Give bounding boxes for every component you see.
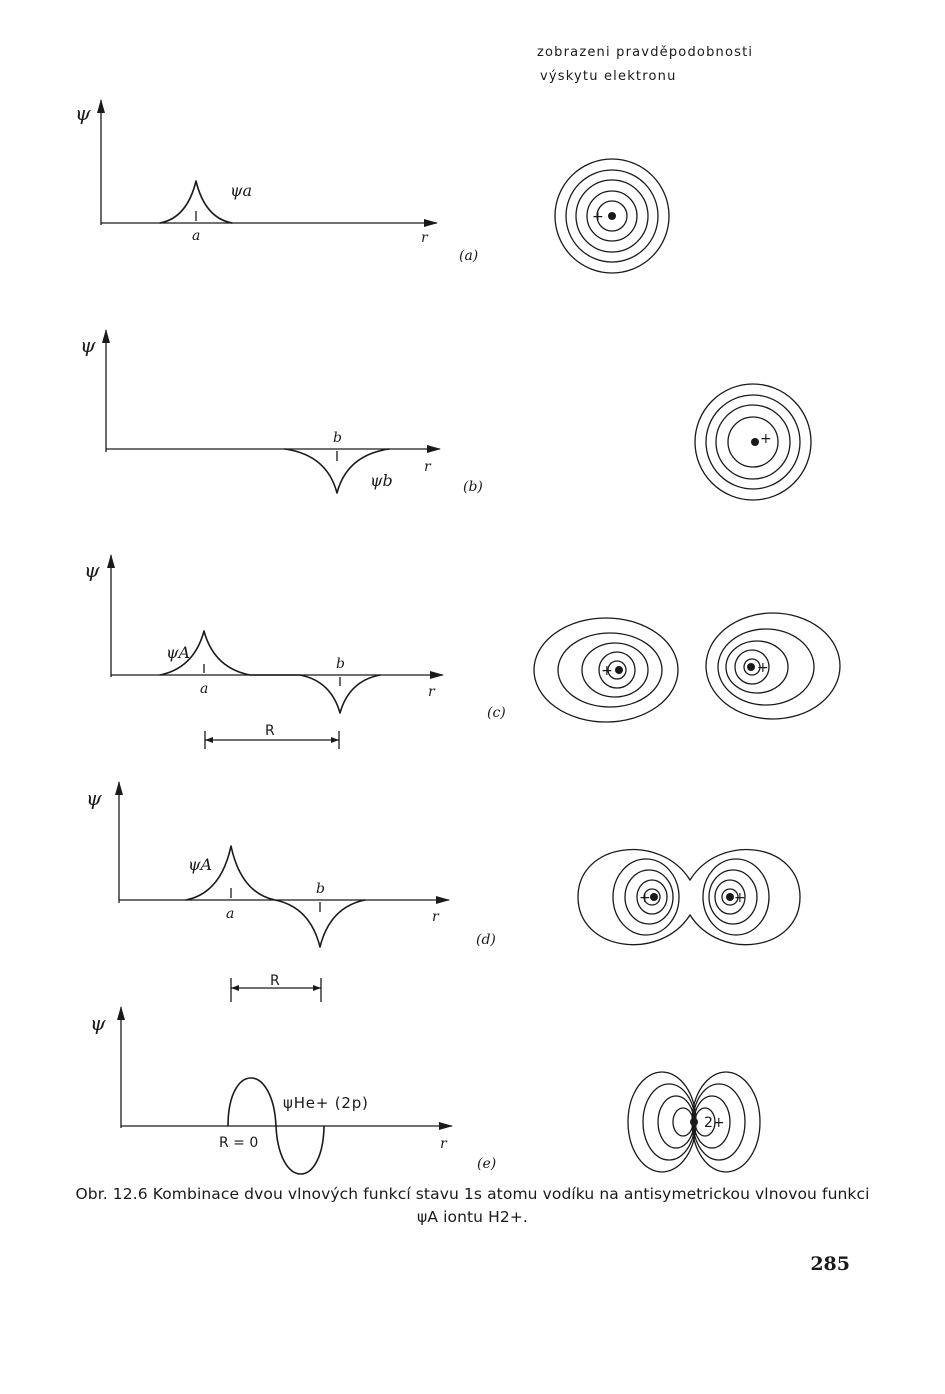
psi-He-2p-curve bbox=[227, 1077, 325, 1175]
panel-d-graph: ψ r ψA a b R (d) bbox=[86, 781, 496, 1002]
panel-d-nucleus-sign-left: + bbox=[639, 890, 651, 906]
panel-c-nucleus-sign-left: + bbox=[601, 663, 613, 679]
panel-a-y-axis-label: ψ bbox=[75, 101, 91, 125]
panel-e-probability-diagram: 2+ bbox=[627, 1071, 761, 1173]
panel-c-x-axis-label: r bbox=[428, 684, 436, 700]
panel-b-nucleus-sign: + bbox=[760, 431, 772, 447]
panel-c-distance-label: R bbox=[265, 723, 275, 739]
panel-d-x-axis-label: r bbox=[432, 909, 440, 925]
panel-e-wave-label: ψHe+ (2p) bbox=[283, 1094, 369, 1112]
panel-c-y-axis-label: ψ bbox=[84, 558, 100, 582]
panel-b-wave-label: ψb bbox=[370, 471, 393, 490]
panel-a-marker: a bbox=[192, 228, 200, 244]
figure-caption: Obr. 12.6 Kombinace dvou vlnových funkcí… bbox=[60, 1183, 885, 1229]
panel-d-y-axis-label: ψ bbox=[86, 786, 102, 810]
psi-b-curve bbox=[284, 448, 390, 494]
panel-b-tag: (b) bbox=[463, 479, 483, 495]
caption-line-2: ψA iontu H2+. bbox=[417, 1208, 528, 1226]
panel-d-wave-label: ψA bbox=[188, 855, 212, 874]
panel-d-nucleus-sign-right: + bbox=[734, 890, 746, 906]
panel-d-distance-label: R bbox=[270, 973, 280, 989]
panel-e-origin-label: R = 0 bbox=[219, 1135, 258, 1151]
panel-d-marker-a: a bbox=[226, 906, 234, 922]
panel-c-probability-diagram: + + bbox=[533, 612, 841, 723]
panel-d-marker-b: b bbox=[316, 881, 325, 897]
panel-b-y-axis-label: ψ bbox=[80, 333, 96, 357]
panel-c-marker-a: a bbox=[200, 681, 208, 697]
panel-a-graph: ψ r ψa a (a) bbox=[75, 99, 478, 264]
panel-a-nucleus-sign: + bbox=[592, 209, 604, 225]
panel-e-tag: (e) bbox=[477, 1156, 496, 1172]
panel-c-tag: (c) bbox=[487, 705, 506, 721]
psi-A-curve-d bbox=[185, 845, 366, 948]
panel-d-probability-diagram: + + bbox=[577, 848, 801, 946]
panel-b-graph: ψ r ψb b (b) bbox=[80, 329, 483, 495]
psi-a-curve bbox=[159, 180, 233, 224]
panel-b-marker: b bbox=[333, 430, 342, 446]
header-line-2: výskytu elektronu bbox=[540, 69, 677, 84]
panel-d-tag: (d) bbox=[476, 932, 496, 948]
panel-a-probability-diagram: + bbox=[554, 158, 670, 274]
panel-a-wave-label: ψa bbox=[230, 181, 252, 200]
page-number: 285 bbox=[810, 1253, 850, 1275]
caption-line-1: Obr. 12.6 Kombinace dvou vlnových funkcí… bbox=[75, 1185, 870, 1203]
panel-a-tag: (a) bbox=[459, 248, 478, 264]
panel-c-nucleus-sign-right: + bbox=[757, 660, 769, 676]
panel-a-x-axis-label: r bbox=[421, 230, 429, 246]
psi-A-curve-c bbox=[159, 630, 381, 714]
panel-c-marker-b: b bbox=[336, 656, 345, 672]
panel-e-nucleus-label: 2+ bbox=[704, 1115, 725, 1131]
panel-e-x-axis-label: r bbox=[440, 1136, 448, 1152]
panel-e-graph: ψ r ψHe+ (2p) R = 0 (e) bbox=[90, 1006, 496, 1175]
panel-e-y-axis-label: ψ bbox=[90, 1011, 106, 1035]
panel-c-wave-label: ψA bbox=[166, 643, 190, 662]
header-line-1: zobrazeni pravděpodobnosti bbox=[537, 45, 753, 60]
panel-b-probability-diagram: + bbox=[694, 383, 812, 501]
panel-c-graph: ψ r ψA a b R (c) bbox=[84, 554, 506, 749]
panel-b-x-axis-label: r bbox=[424, 459, 432, 475]
